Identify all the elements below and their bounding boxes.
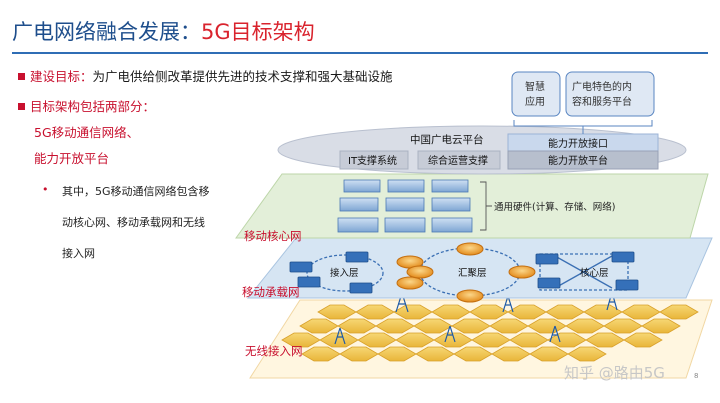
parts-heading: 目标架构包括两部分：	[30, 99, 156, 114]
hardware-bracket	[480, 181, 492, 231]
watermark: 知乎 @路由5G	[564, 364, 665, 382]
generic-hardware-label: 通用硬件(计算、存储、网络)	[494, 201, 615, 213]
cloud-platform-label: 中国广电云平台	[410, 133, 484, 146]
smart-app-line-2: 应用	[525, 95, 545, 108]
part-1: 5G移动通信网络、	[34, 125, 140, 140]
hex-grid	[281, 304, 699, 362]
it-support-label: IT支撑系统	[348, 154, 397, 167]
sub-line-1: 其中，5G移动通信网络包含移	[62, 185, 210, 198]
bullet-goal: 建设目标：为广电供给侧改革提供先进的技术支撑和强大基础设施	[18, 66, 393, 85]
it-support-box	[339, 150, 409, 170]
smart-app-box	[511, 71, 561, 117]
title-divider	[12, 52, 708, 54]
sub-bullet-dot-icon: •	[42, 183, 49, 196]
aggregation-layer-label: 汇聚层	[458, 268, 487, 279]
server-rack	[337, 179, 473, 233]
capability-platform-label: 能力开放平台	[548, 154, 608, 167]
goal-label: 建设目标：	[30, 69, 93, 84]
api-bracket	[513, 120, 653, 134]
capability-platform-box	[507, 150, 659, 170]
layer-label-core: 移动核心网	[244, 229, 302, 243]
router-icons	[396, 242, 536, 303]
bullet-parts: 目标架构包括两部分：	[18, 96, 155, 115]
page-title: 广电网络融合发展：5G目标架构	[12, 16, 315, 46]
core-layer-label: 核心层	[580, 267, 609, 279]
bullet-square-icon	[18, 103, 25, 110]
characteristic-platform-box	[565, 71, 655, 117]
layer-label-ran: 无线接入网	[245, 344, 303, 358]
part-2: 能力开放平台	[34, 151, 110, 166]
goal-text: 为广电供给侧改革提供先进的技术支撑和强大基础设施	[92, 69, 393, 84]
characteristic-line-2: 容和服务平台	[572, 95, 632, 108]
switch-icons	[289, 251, 639, 294]
page-number: 8	[694, 372, 699, 380]
access-layer-label: 接入层	[330, 267, 359, 279]
smart-app-line-1: 智慧	[525, 80, 545, 93]
bullet-square-icon	[18, 73, 25, 80]
ops-support-box	[417, 150, 501, 170]
capability-interface-label: 能力开放接口	[548, 137, 608, 150]
title-accent: 5G目标架构	[201, 20, 315, 44]
sub-line-3: 接入网	[62, 247, 95, 260]
characteristic-line-1: 广电特色的内	[572, 80, 632, 93]
layer-label-bearer: 移动承载网	[242, 285, 300, 299]
sub-line-2: 动核心网、移动承载网和无线	[62, 216, 205, 229]
ops-support-label: 综合运营支撑	[428, 154, 488, 167]
title-prefix: 广电网络融合发展：	[12, 20, 201, 44]
